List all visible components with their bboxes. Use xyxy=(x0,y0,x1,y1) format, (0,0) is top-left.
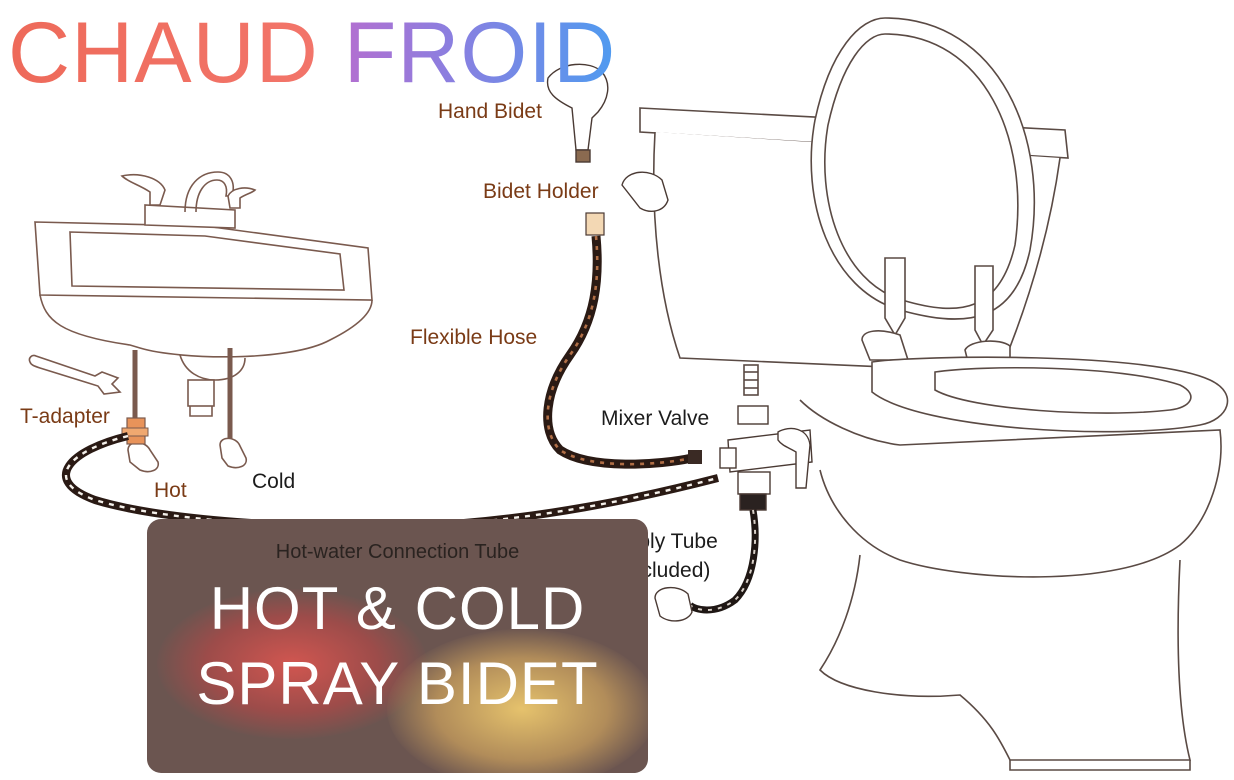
page-title: CHAUD FROID xyxy=(8,10,616,96)
label-flexible-hose: Flexible Hose xyxy=(410,327,537,348)
promo-heading-line2: SPRAY BIDET xyxy=(147,654,648,714)
mixer-valve xyxy=(720,406,812,510)
label-bidet-holder: Bidet Holder xyxy=(483,181,599,202)
promo-heading-line1: HOT & COLD xyxy=(147,579,648,639)
label-cold: Cold xyxy=(252,471,295,492)
toilet-illustration xyxy=(640,18,1228,770)
promo-subtitle: Hot-water Connection Tube xyxy=(147,541,648,564)
label-t-adapter: T-adapter xyxy=(20,406,110,427)
title-cold: FROID xyxy=(344,5,617,101)
label-hand-bidet: Hand Bidet xyxy=(438,101,542,122)
promo-banner: Hot-water Connection Tube HOT & COLD SPR… xyxy=(147,519,648,773)
title-hot: CHAUD xyxy=(8,5,319,101)
label-mixer-valve: Mixer Valve xyxy=(601,408,709,429)
label-hot: Hot xyxy=(154,480,187,501)
